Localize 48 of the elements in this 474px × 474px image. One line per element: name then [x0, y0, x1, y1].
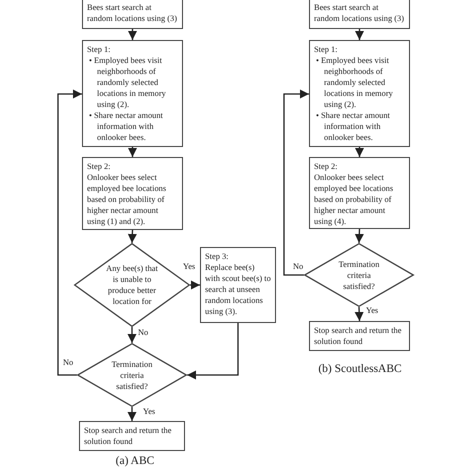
process-box [79, 421, 185, 451]
process-text: Stop search and return the solution found [314, 325, 402, 347]
arrow [128, 29, 138, 40]
process-text: Onlooker bees select employed bee locations based on probability of higher nectar amount using (1) and (2). [87, 172, 168, 227]
bullet-item: • Share nectar amount information with onlooker bees. [88, 110, 164, 143]
process-text: Replace bee(s) with scout bee(s) to search at unseen random locations using (3). [205, 262, 271, 317]
edge-label: No [292, 262, 304, 271]
edge-label: Yes [142, 407, 156, 416]
bullet-item: • Employed bees visit neighborhoods of randomly selected locations in memory using (2). [315, 55, 394, 110]
arrow [354, 228, 364, 244]
decision-text: Termination criteria satisfied? [338, 258, 380, 292]
arrow [354, 147, 364, 157]
process-text: Onlooker bees select employed bee locations based on probability of higher nectar amount using (4). [314, 172, 394, 227]
arrow [190, 280, 200, 290]
arrow [283, 89, 309, 276]
step-heading: Step 2: [87, 161, 112, 172]
arrow [127, 327, 137, 343]
step-heading: Step 1: [314, 44, 338, 55]
process-text: Bees start search at random locations using (3) [314, 2, 405, 24]
process-box [82, 157, 183, 230]
edge-label: No [62, 358, 74, 367]
arrow [187, 323, 239, 380]
edge-label: Yes [182, 262, 196, 271]
process-box [309, 321, 410, 351]
decision-text: Termination criteria satisfied? [110, 358, 154, 392]
decision-text: Any bee(s) that is unable to produce better location for [105, 263, 159, 307]
step-heading: Step 2: [314, 161, 338, 172]
step-heading: Step 3: [205, 251, 230, 262]
process-text: Bees start search at random locations using (3) [87, 2, 178, 24]
bullet-item: • Employed bees visit neighborhoods of randomly selected locations in memory using (2). [88, 55, 167, 110]
process-box [200, 247, 276, 323]
arrow [57, 89, 82, 376]
process-box [309, 0, 410, 29]
arrow [128, 147, 138, 157]
edge-label: Yes [365, 306, 380, 315]
process-box [82, 0, 183, 29]
arrow [128, 230, 137, 244]
arrow [354, 306, 364, 322]
process-text: Stop search and return the solution found [84, 425, 172, 447]
process-box [82, 40, 183, 147]
bullet-item: • Share nectar amount information with onlooker bees. [315, 110, 391, 143]
arrow [354, 29, 364, 40]
subfigure-caption: (b) ScoutlessABC [318, 363, 402, 375]
edge-label: No [137, 328, 150, 337]
step-heading: Step 1: [87, 44, 112, 55]
process-box [309, 40, 410, 147]
process-box [309, 157, 410, 229]
arrow [127, 407, 137, 421]
